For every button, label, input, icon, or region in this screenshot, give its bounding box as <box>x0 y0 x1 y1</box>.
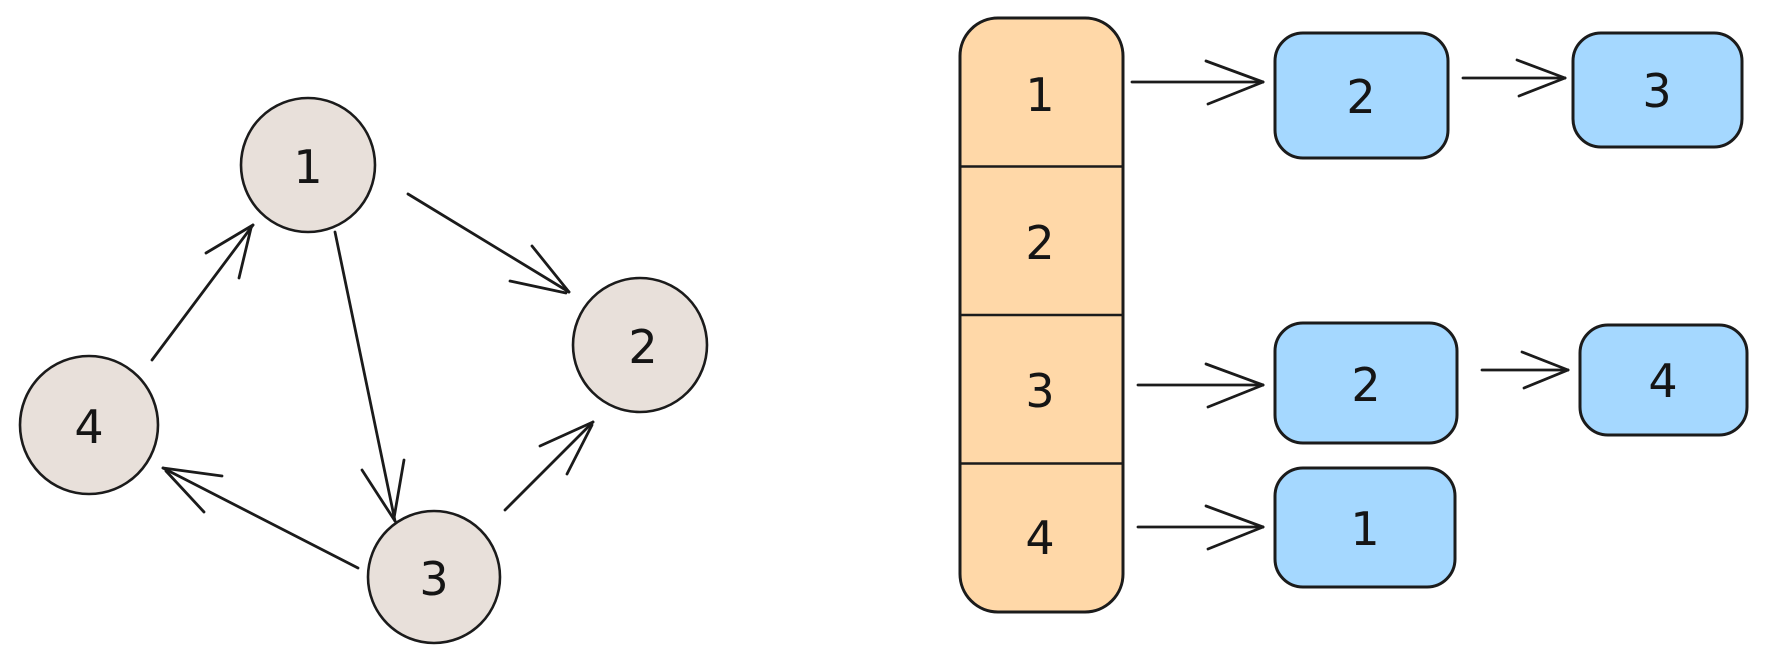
adjacency-list: 1 2 3 4 2 3 <box>958 16 1749 614</box>
neighbor-box <box>1571 31 1744 149</box>
arrow-shaft <box>333 230 397 523</box>
vertex-cell-label: 3 <box>1025 364 1054 418</box>
vertex-cell-label: 1 <box>1025 68 1054 122</box>
arrowhead-wing <box>1522 368 1570 390</box>
graph-node-2: 2 <box>571 276 709 414</box>
arrowhead-wing <box>1206 383 1265 409</box>
neighbor-box-label: 2 <box>1346 70 1375 124</box>
pointer-arrow <box>1136 362 1265 409</box>
arrowhead-wing <box>360 468 397 523</box>
arrowhead-wing <box>1520 350 1570 372</box>
node-circle <box>239 96 377 234</box>
arrowhead-wing <box>1204 362 1265 387</box>
vertex-cell-label: 4 <box>1025 511 1054 565</box>
edge-arrow-3-to-2 <box>503 420 595 512</box>
edge-arrow-4-to-1 <box>150 223 255 362</box>
neighbor-box <box>1578 323 1749 437</box>
arrowhead-wing <box>1204 59 1265 84</box>
arrowhead-wing <box>1515 58 1567 80</box>
edge-arrow-1-to-2 <box>406 192 571 295</box>
arrow-shaft <box>503 420 595 512</box>
arrowhead-wing <box>204 223 255 255</box>
pointer-arrow <box>1480 350 1570 390</box>
adjacency-row-4: 1 <box>1136 466 1457 589</box>
edge-arrow-3-to-4 <box>161 466 360 570</box>
arrow-shaft <box>150 223 255 362</box>
neighbor-box-label: 2 <box>1351 358 1380 412</box>
neighbor-box-label: 4 <box>1648 354 1677 408</box>
node-circle <box>366 509 502 645</box>
arrowhead-wing <box>161 466 224 478</box>
graph-node-4: 4 <box>18 354 160 496</box>
neighbor-box <box>1273 31 1450 160</box>
arrowhead-wing <box>1206 525 1265 551</box>
arrowhead-wing <box>530 244 571 294</box>
neighbor-box-label: 1 <box>1350 502 1379 556</box>
edge-arrow-1-to-3 <box>333 230 406 523</box>
arrowhead-wing <box>1204 504 1265 529</box>
directed-graph: 1 2 3 4 <box>18 96 709 645</box>
node-label: 4 <box>74 400 103 454</box>
neighbor-box <box>1273 321 1459 445</box>
arrowhead-wing <box>1206 80 1265 106</box>
adjacency-vertex-column: 1 2 3 4 <box>958 16 1125 614</box>
pointer-arrow <box>1136 504 1265 551</box>
arrowhead-wing <box>565 423 594 476</box>
arrowhead-wing <box>237 226 253 280</box>
pointer-arrow <box>1130 59 1265 106</box>
arrowhead-wing <box>392 458 406 520</box>
node-label: 3 <box>419 552 448 606</box>
pointer-arrow <box>1461 58 1567 98</box>
neighbor-box-label: 3 <box>1642 64 1671 118</box>
node-label: 1 <box>293 140 322 194</box>
arrowhead-wing <box>538 420 595 448</box>
graph-node-3: 3 <box>366 509 502 645</box>
arrowhead-wing <box>164 469 206 514</box>
adjacency-row-3: 2 4 <box>1136 321 1749 445</box>
arrow-shaft <box>161 466 360 570</box>
node-label: 2 <box>628 320 657 374</box>
node-circle <box>571 276 709 414</box>
node-circle <box>18 354 160 496</box>
vertex-cell-label: 2 <box>1025 216 1054 270</box>
arrow-shaft <box>406 192 571 294</box>
arrowhead-wing <box>508 279 568 295</box>
graph-node-1: 1 <box>239 96 377 234</box>
adjacency-row-1: 2 3 <box>1130 31 1744 160</box>
arrowhead-wing <box>1517 76 1567 98</box>
neighbor-box <box>1273 466 1457 589</box>
